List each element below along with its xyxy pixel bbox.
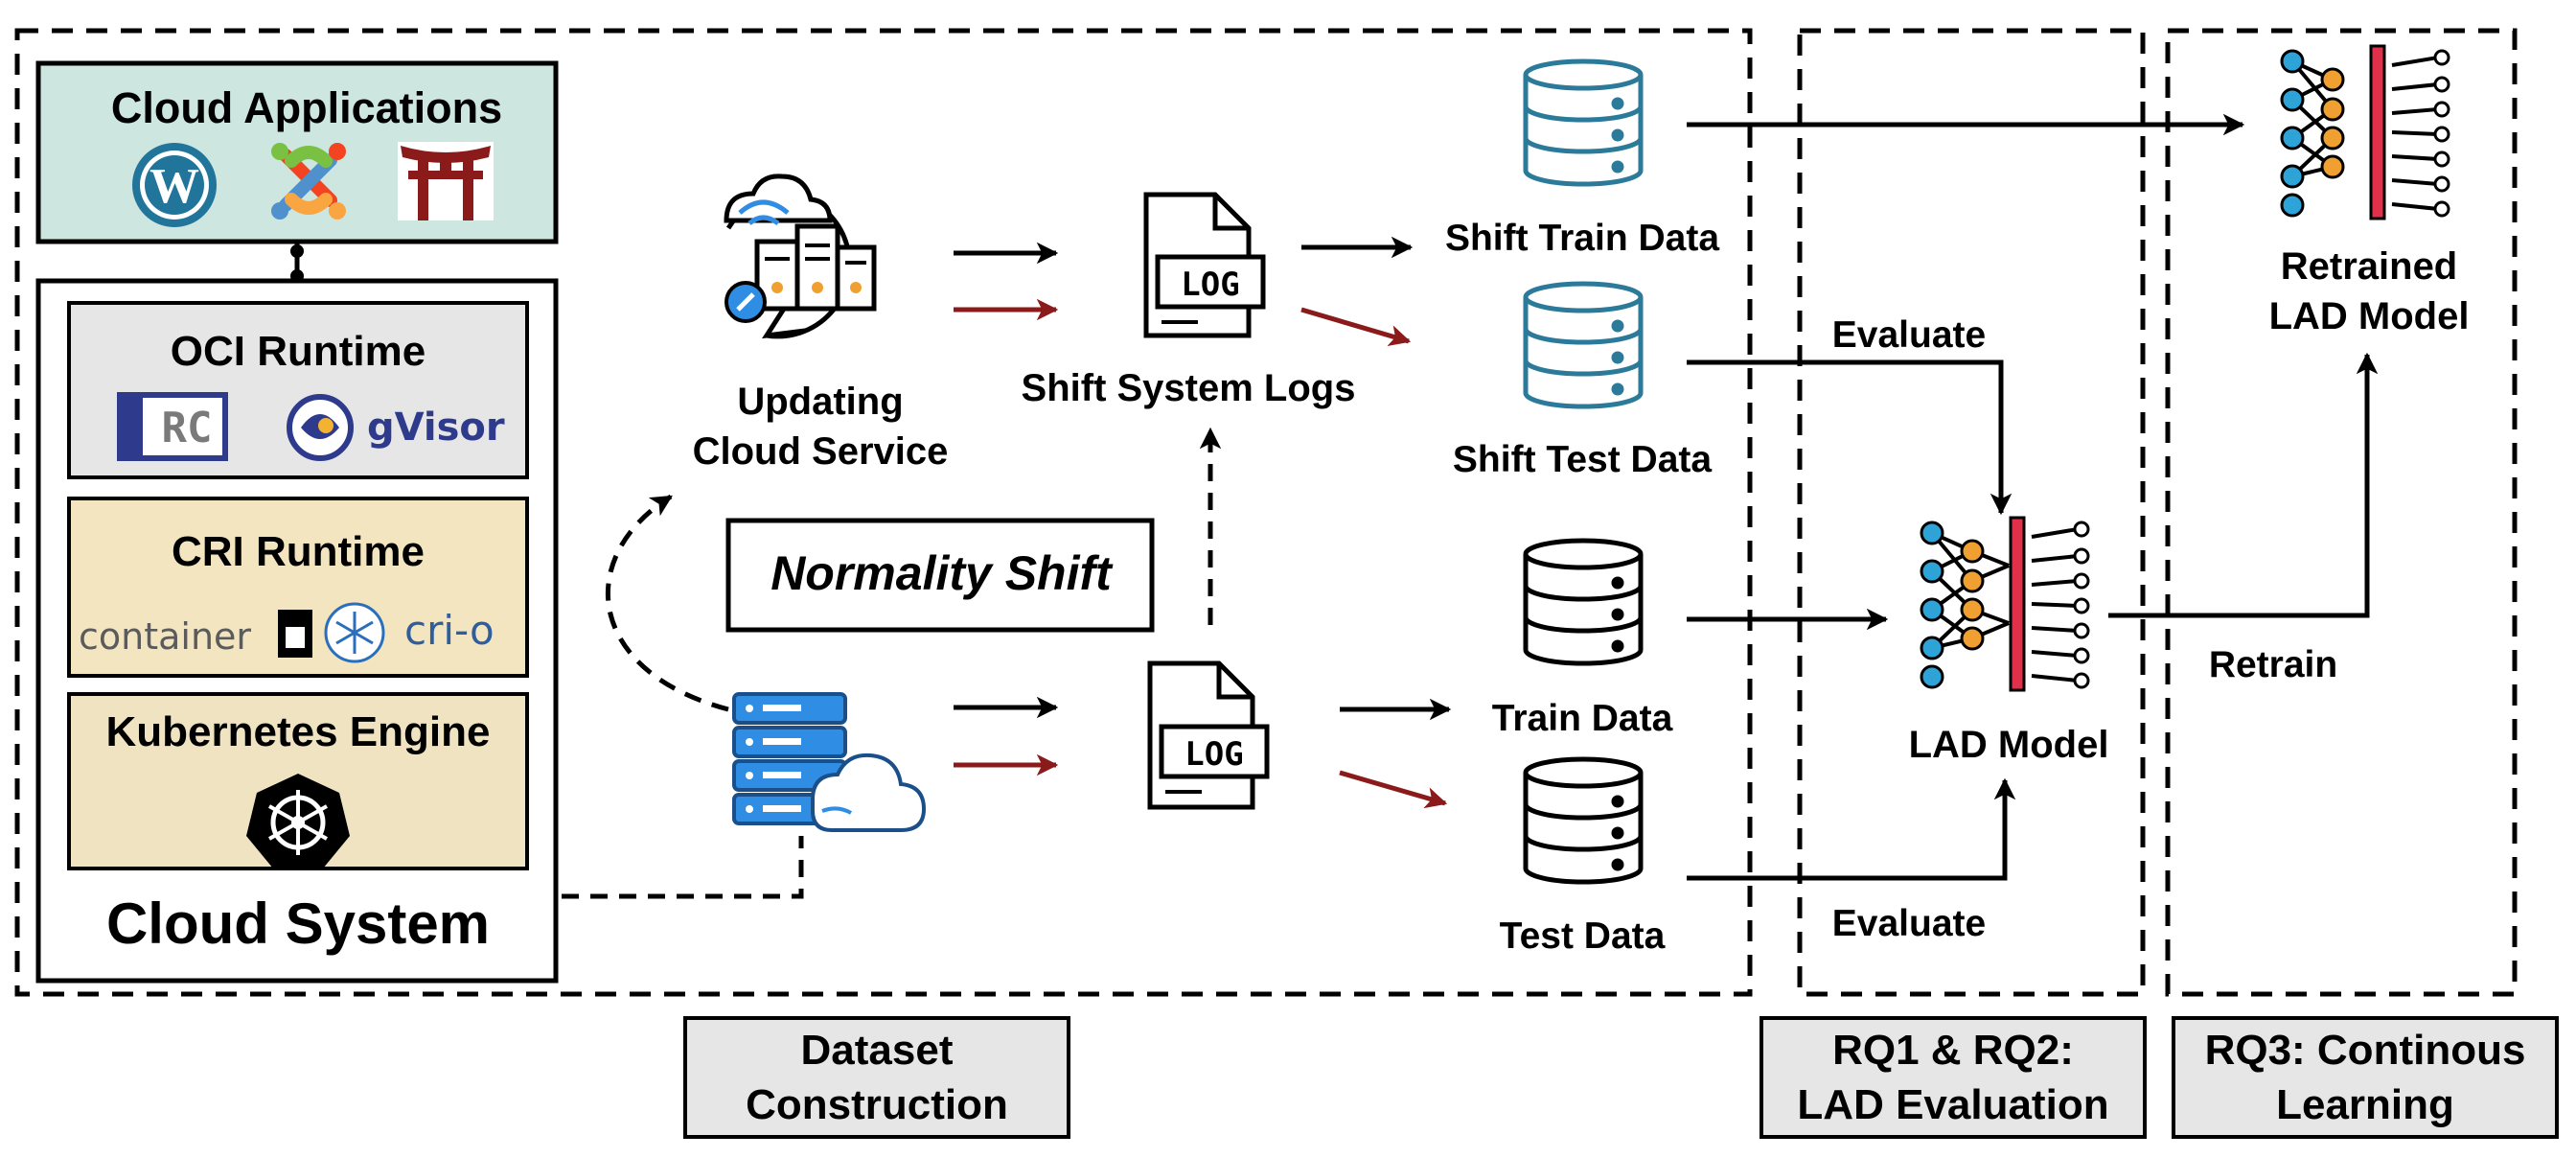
shift-logs-to-shift-test-arrow: [1300, 307, 1412, 347]
log-file-icon: LOG: [1147, 660, 1270, 810]
evaluate-bottom-label: Evaluate: [1832, 903, 1986, 944]
evaluate-top-label: Evaluate: [1832, 314, 1986, 356]
shift-system-logs-label: Shift System Logs: [1022, 367, 1356, 409]
rq12-caption-line2: LAD Evaluation: [1797, 1081, 2108, 1128]
kubernetes-snowflake-icon: [324, 602, 385, 663]
normality-shift-label: Normality Shift: [770, 546, 1114, 600]
apps-connector: [290, 242, 304, 283]
shift-log-file-icon: LOG: [1143, 192, 1266, 338]
rq3-caption-line2: Learning: [2276, 1081, 2454, 1128]
joomla-icon: [271, 143, 346, 220]
dataset-caption-line2: Construction: [746, 1081, 1008, 1128]
containerd-logo-text: container: [79, 615, 251, 658]
torii-app-icon: [398, 142, 494, 220]
kubernetes-engine-title: Kubernetes Engine: [106, 708, 491, 755]
gvisor-logo: gVisor: [287, 394, 505, 461]
train-data-icon: [1523, 538, 1644, 666]
updating-cloud-service-icon: [724, 174, 877, 339]
cri-runtime-title: CRI Runtime: [172, 528, 425, 575]
retrain-label: Retrain: [2209, 644, 2337, 685]
lad-evaluation-caption: RQ1 & RQ2: LAD Evaluation: [1760, 1016, 2147, 1139]
train-data-label: Train Data: [1492, 698, 1673, 739]
retrained-label-line1: Retrained: [2281, 245, 2458, 288]
dataset-construction-caption: Dataset Construction: [683, 1016, 1070, 1139]
crio-logo-text: cri-o: [404, 607, 494, 654]
oci-runtime-title: OCI Runtime: [171, 328, 426, 375]
lad-model-label: LAD Model: [1909, 724, 2109, 766]
log-icon-text: LOG: [1184, 735, 1243, 774]
lad-model-icon: [1920, 516, 2090, 692]
cloud-system-title: Cloud System: [106, 892, 490, 956]
shift-test-to-lad-arrow: [1687, 359, 2012, 516]
kubernetes-helm-icon: [246, 774, 350, 868]
cloud-server-icon: [732, 692, 927, 832]
dataset-caption-line1: Dataset: [801, 1027, 954, 1074]
retrained-label-line2: LAD Model: [2269, 295, 2470, 337]
shift-test-data-icon: [1523, 281, 1644, 409]
cloud-applications-box: Cloud Applications W: [35, 60, 559, 244]
lad-evaluation-frame: [1797, 28, 2146, 997]
retrained-lad-model-icon: [2280, 44, 2450, 220]
normality-shift-box: Normality Shift: [725, 518, 1155, 633]
shift-log-icon-text: LOG: [1181, 266, 1239, 304]
svg-text:RC: RC: [162, 404, 213, 452]
kubernetes-engine-box: Kubernetes Engine: [67, 692, 529, 870]
dataset-construction-frame: [14, 28, 1753, 997]
lad-to-retrained-arrow: [2108, 352, 2379, 618]
shift-train-data-icon: [1523, 58, 1644, 187]
cloud-applications-title: Cloud Applications: [111, 83, 502, 132]
arrows: [562, 113, 2379, 899]
shift-train-data-label: Shift Train Data: [1445, 218, 1719, 259]
containerd-logo: container: [79, 610, 312, 658]
updating-label-line2: Cloud Service: [693, 430, 949, 473]
cloud-system-box: OCI Runtime RC gVisor CRI Runtime contai…: [35, 278, 559, 984]
continuous-learning-caption: RQ3: Continous Learning: [2172, 1016, 2559, 1139]
log-to-test-arrow: [1339, 770, 1448, 809]
test-data-icon: [1523, 756, 1644, 885]
server-to-updating-arrow: [606, 494, 729, 712]
updating-label-line1: Updating: [737, 381, 903, 423]
rq12-caption-line1: RQ1 & RQ2:: [1832, 1027, 2074, 1074]
oci-runtime-box: OCI Runtime RC gVisor: [67, 301, 529, 479]
test-to-lad-arrow: [1687, 777, 2016, 881]
shift-test-data-label: Shift Test Data: [1453, 439, 1712, 480]
continuous-learning-frame: [2165, 28, 2518, 997]
svg-text:W: W: [150, 159, 199, 214]
gvisor-logo-text: gVisor: [367, 405, 505, 450]
cloud-system-to-server-connector: [562, 836, 804, 899]
runc-logo-icon: RC: [117, 392, 228, 461]
rq3-caption-line1: RQ3: Continous: [2205, 1027, 2526, 1074]
test-data-label: Test Data: [1500, 915, 1666, 957]
wordpress-icon: W: [132, 143, 217, 227]
cri-runtime-box: CRI Runtime container cri-o: [67, 497, 529, 678]
